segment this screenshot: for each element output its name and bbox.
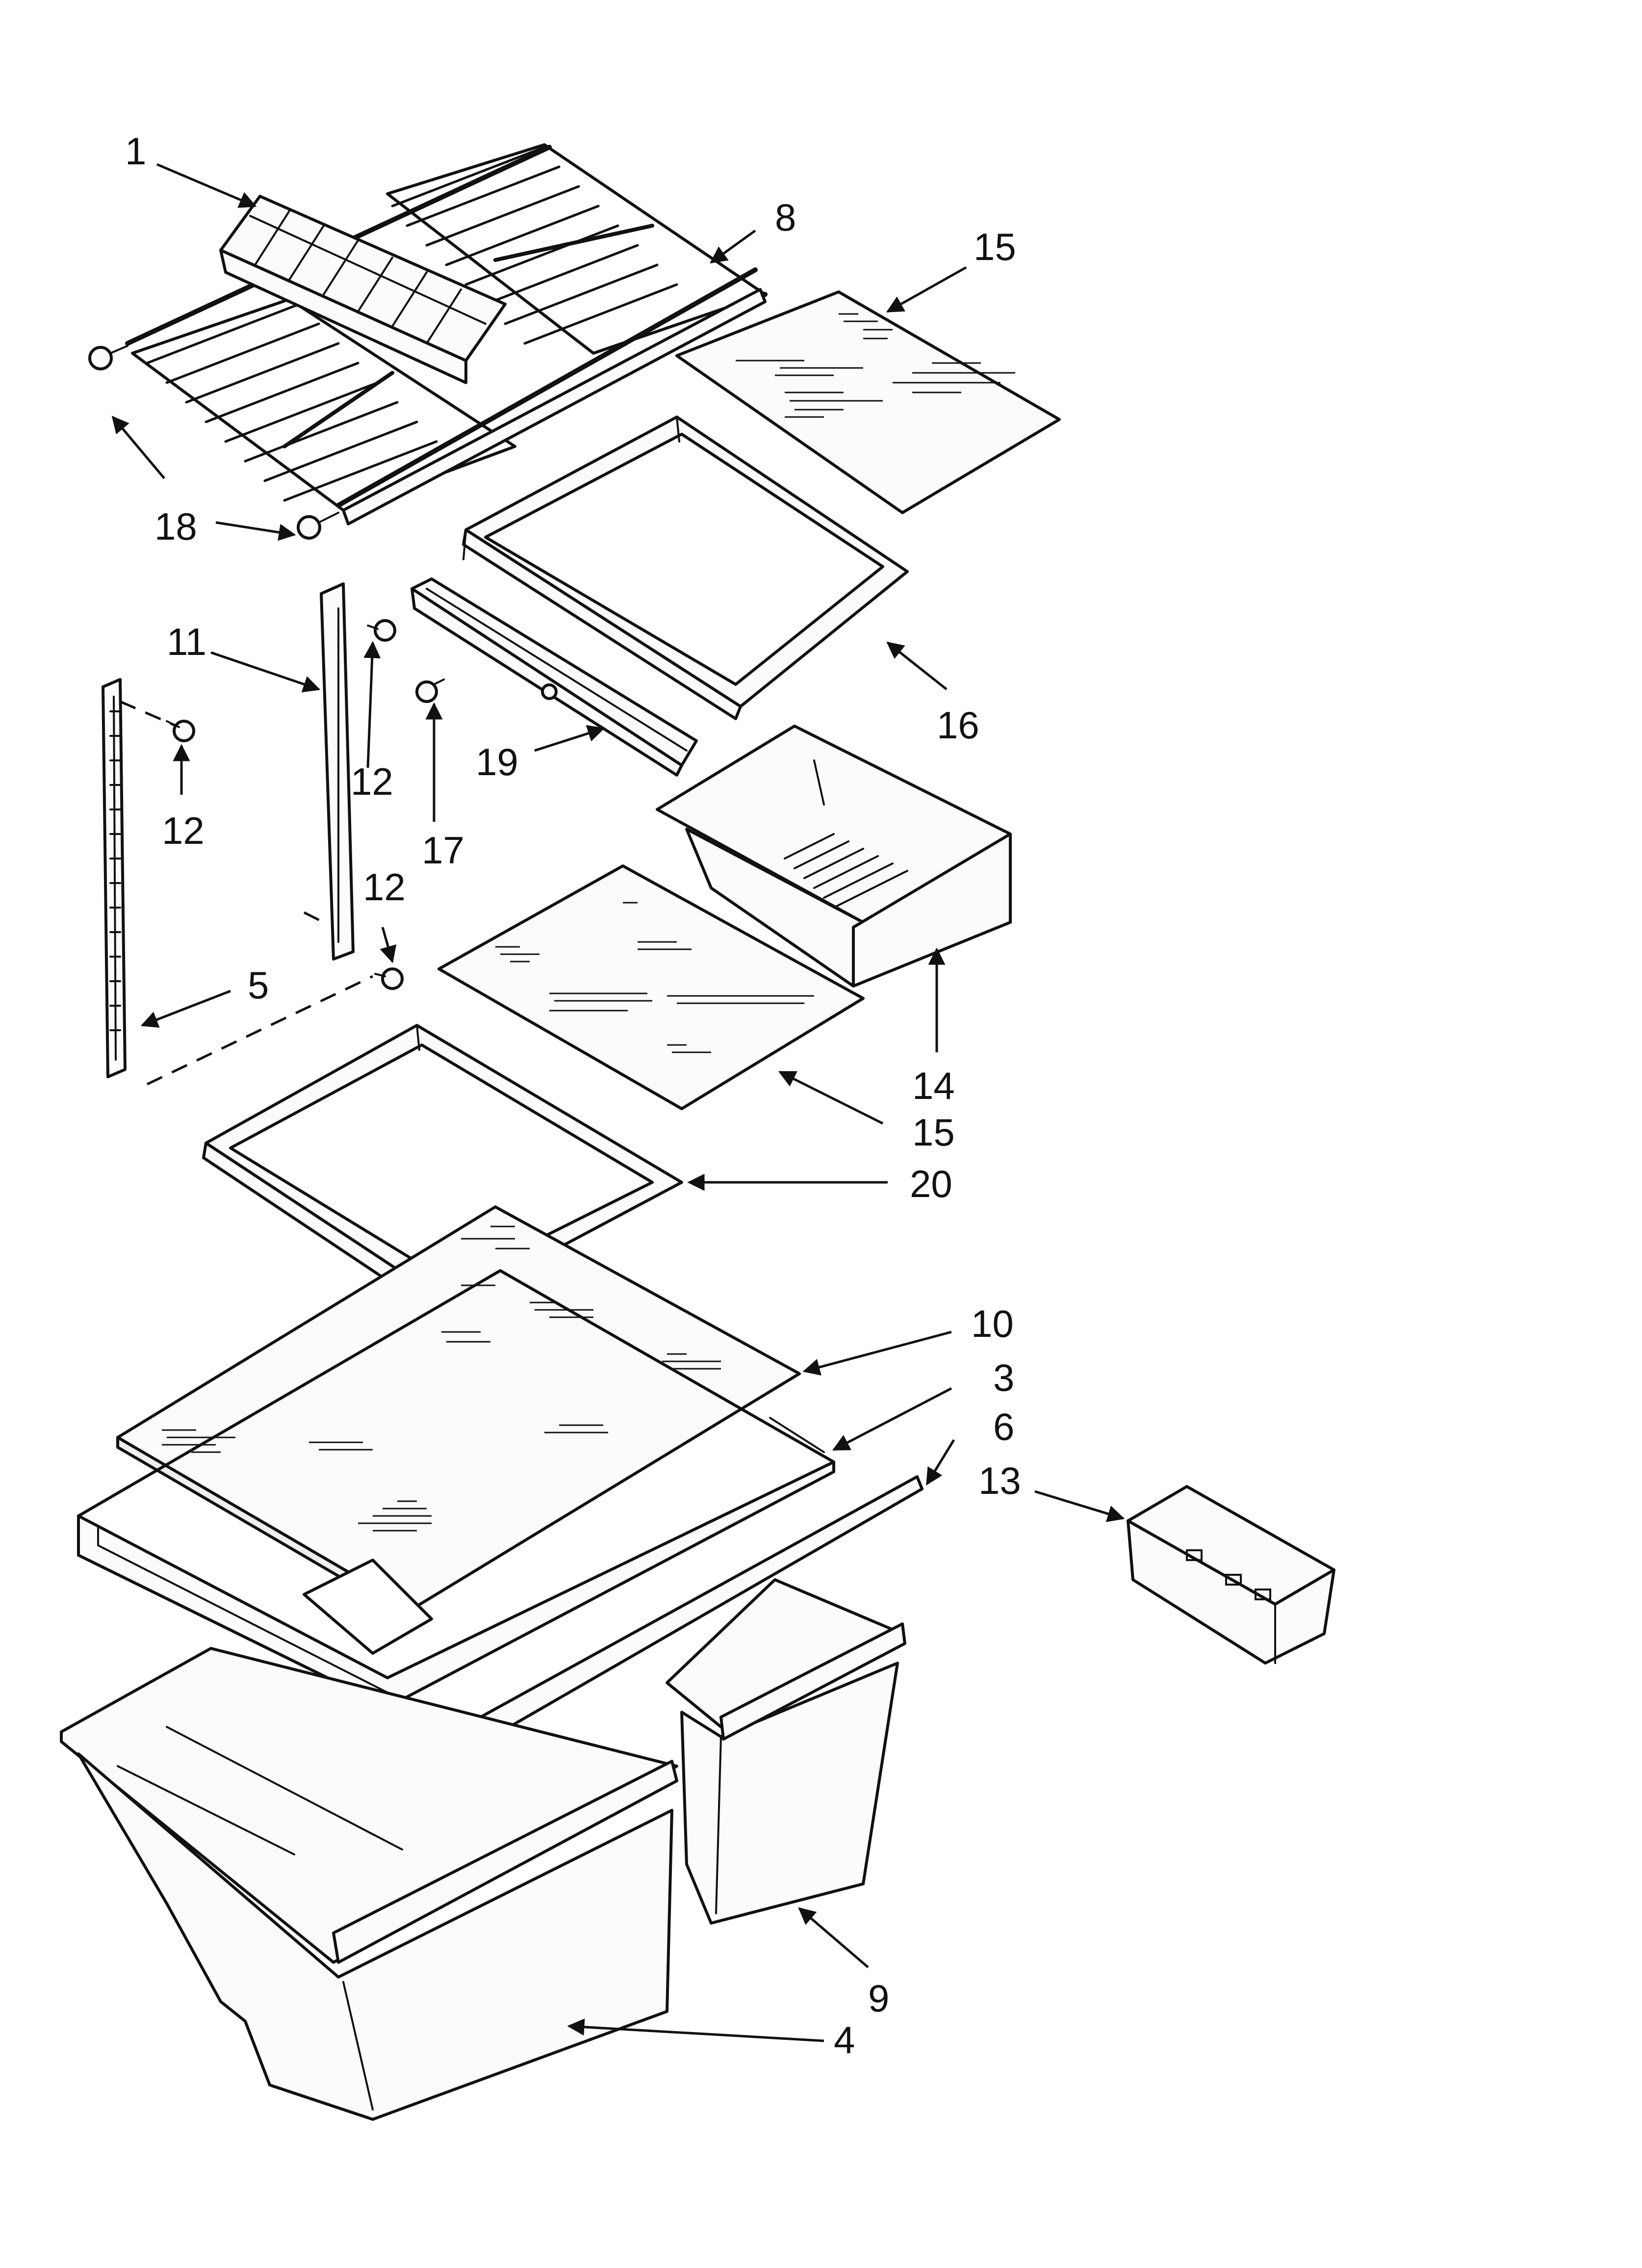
callout-14: 14 [912,1064,955,1107]
callout-15-lower: 15 [912,1111,955,1154]
crisper-cover-frame-3 [77,1269,835,1709]
alignment-lines [120,700,374,1086]
ice-cube-tray-1 [219,195,507,384]
callout-20: 20 [910,1162,952,1205]
callout-16: 16 [937,704,979,747]
leader-lines [111,163,1125,2042]
wire-shelf-8 [125,143,768,525]
screw-17 [415,678,445,703]
callout-numbers: 1 8 15 18 11 12 12 12 17 19 16 5 14 15 2… [125,130,1021,2061]
crisper-bracket-19 [410,577,698,777]
callout-19: 19 [476,740,518,783]
screw-12-c [374,967,404,990]
callout-4: 4 [834,2018,855,2061]
callout-18: 18 [154,505,197,548]
callout-15-upper: 15 [974,225,1016,268]
callout-8: 8 [775,196,796,239]
callout-12-a: 12 [162,809,205,852]
callout-11: 11 [167,620,206,663]
callout-6: 6 [993,1405,1014,1448]
meat-pan-14 [656,725,1012,988]
callout-1: 1 [125,130,146,173]
callout-17: 17 [422,829,464,872]
callout-12-c: 12 [363,865,406,909]
screw-12-b [367,619,396,642]
storage-bin-13 [1127,1485,1335,1665]
callout-9: 9 [868,1977,889,2020]
screw-18-b [297,512,339,540]
crisper-drawer-9 [666,1578,906,1925]
shelf-frame-16 [462,416,909,720]
callout-5: 5 [248,964,269,1007]
callout-10: 10 [971,1302,1014,1345]
glass-shelf-10 [116,1205,801,1620]
glass-shelf-15-upper [675,290,1061,514]
callout-13: 13 [978,1459,1021,1502]
crisper-drawer-4 [60,1647,678,2121]
shelf-ladder-11 [320,582,355,961]
callout-12-b: 12 [351,760,393,803]
callout-3: 3 [993,1356,1014,1399]
glass-shelf-15-lower [437,864,865,1110]
screw-18-a [88,345,128,370]
shelf-ladder-5 [102,678,127,1078]
